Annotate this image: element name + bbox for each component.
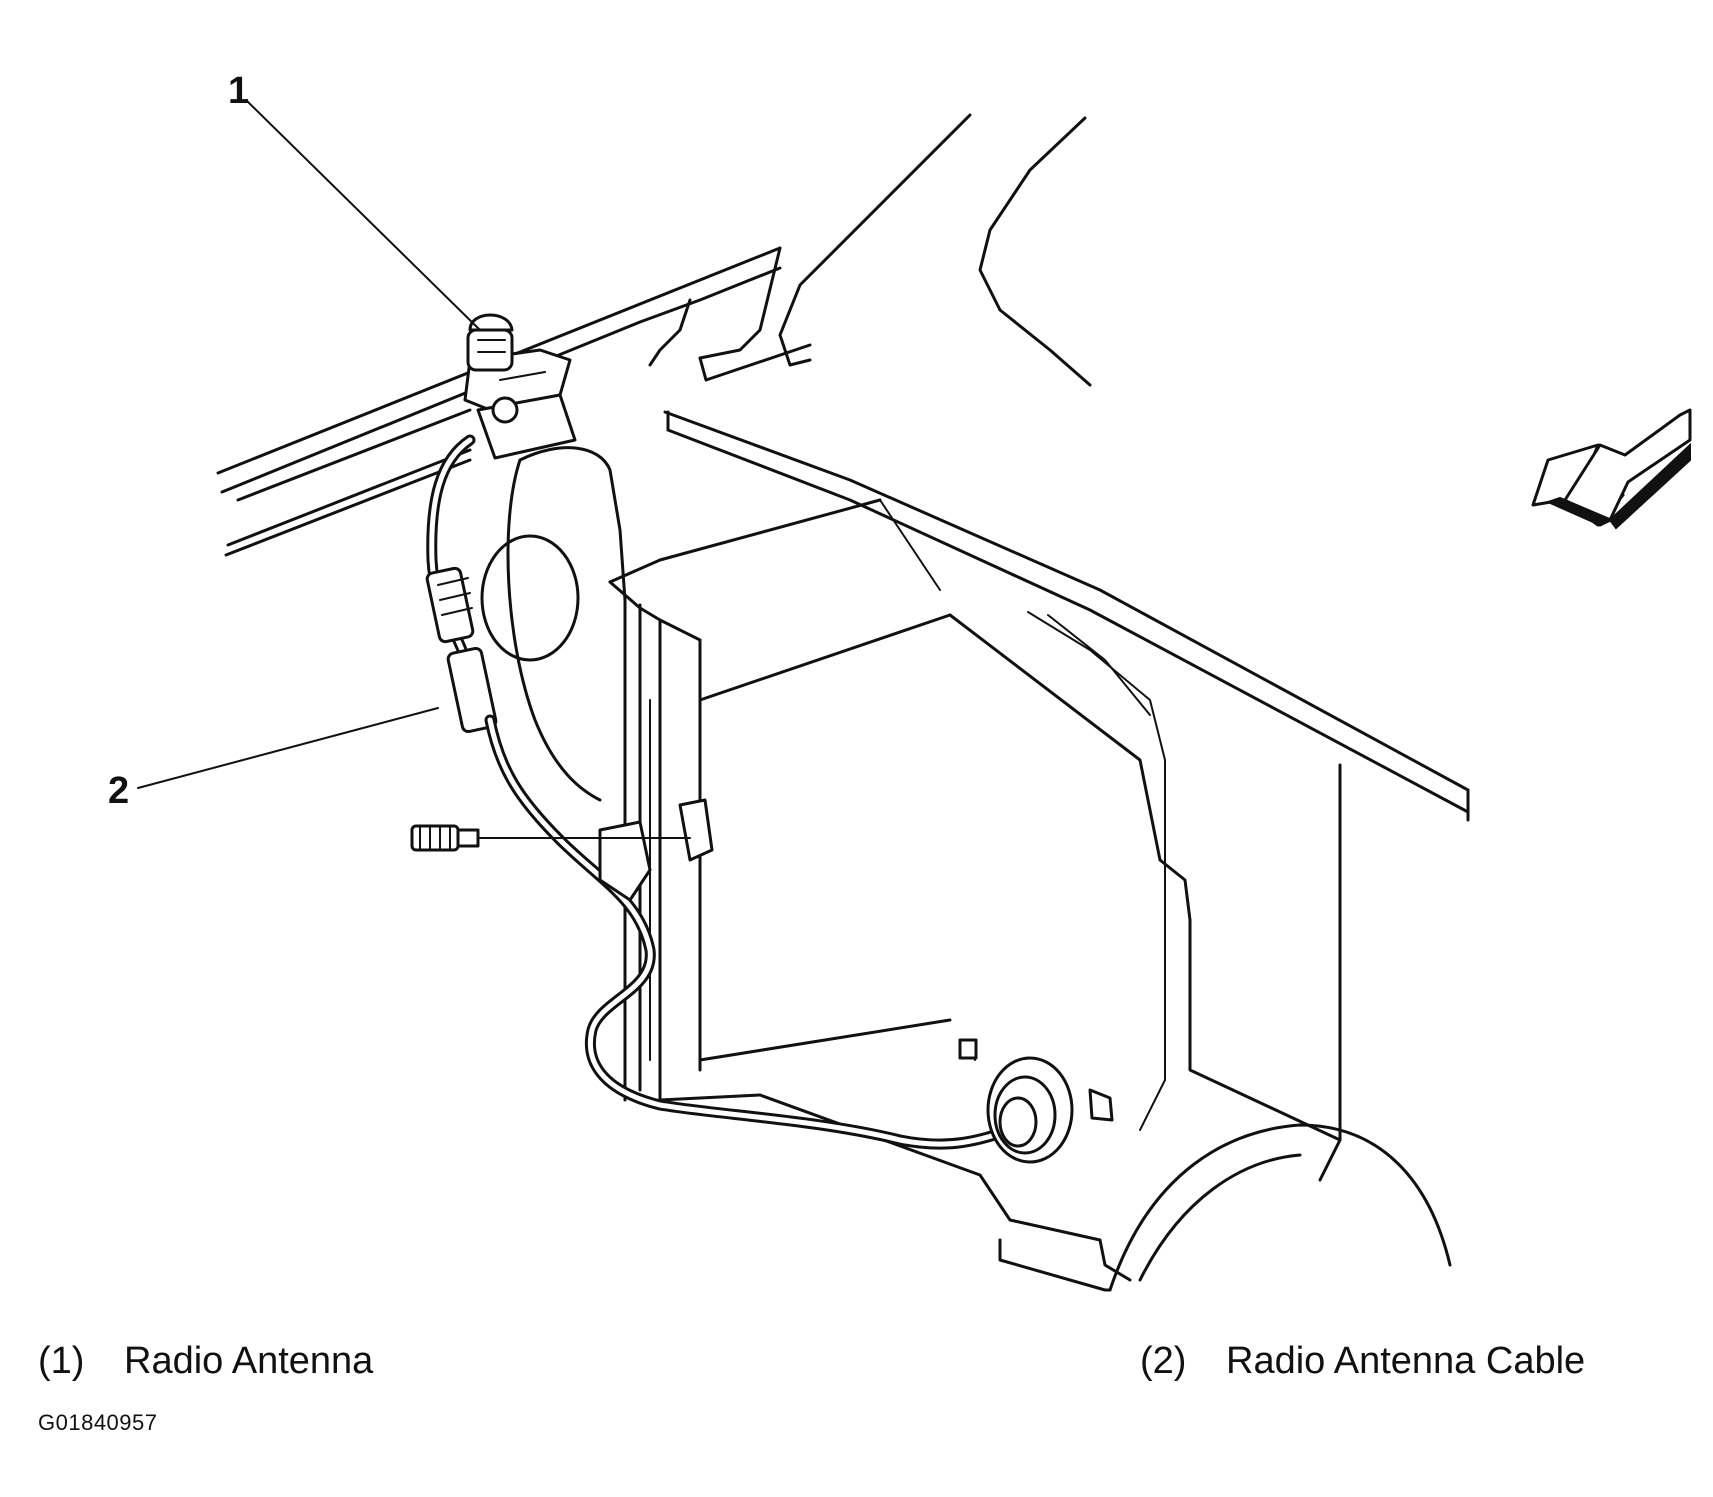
legend-item-radio-antenna: (1) Radio Antenna (38, 1340, 373, 1383)
callout-1: 1 (228, 70, 250, 112)
callout-2: 2 (108, 770, 130, 812)
cable-clip (410, 798, 714, 902)
legend-text: Radio Antenna Cable (1226, 1340, 1586, 1382)
wheel-arch (998, 1123, 1452, 1292)
rear-pillar (778, 113, 1092, 387)
figure-code: G01840957 (38, 1410, 158, 1435)
cable-grommet (958, 1038, 1114, 1164)
leader-line-1 (245, 99, 481, 331)
legend-number: (2) (1140, 1340, 1187, 1382)
leader-line-2 (137, 707, 439, 789)
quarter-rail (663, 410, 1470, 1131)
legend-number: (1) (38, 1340, 85, 1382)
antenna-mount (463, 313, 577, 460)
legend-text: Radio Antenna (124, 1340, 374, 1382)
antenna-cable (425, 434, 1016, 1150)
front-direction-arrow (1531, 408, 1692, 530)
legend-item-radio-antenna-cable: (2) Radio Antenna Cable (1140, 1340, 1585, 1383)
